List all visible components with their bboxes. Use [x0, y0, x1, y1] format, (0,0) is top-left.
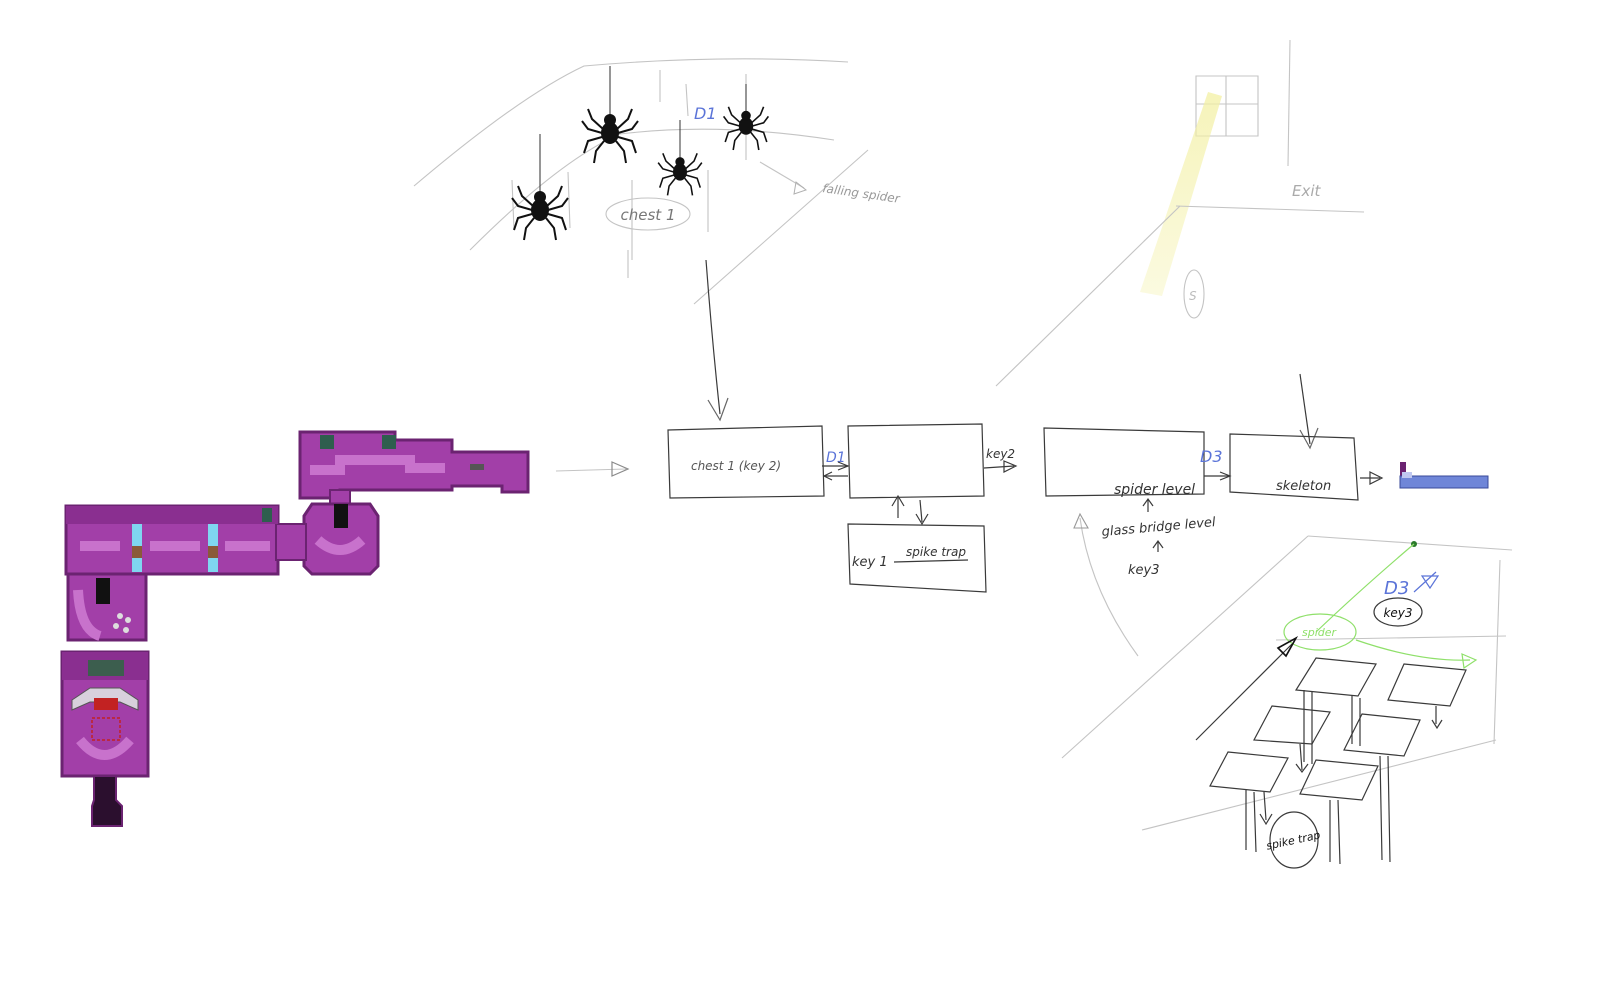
chest-room-label: chest 1 (key 2) [691, 459, 781, 473]
glass-tile [1344, 714, 1420, 862]
skeleton-marker: S [1189, 289, 1197, 303]
key3-flow-label: key3 [1128, 563, 1160, 578]
room-box-hub [848, 424, 984, 498]
door-d3-flow-label: D3 [1200, 447, 1223, 466]
chest-label: chest 1 [621, 206, 676, 224]
light-beam [1140, 92, 1222, 296]
exit-label: Exit [1292, 182, 1322, 200]
bridge-spike-trap-label: spike trap [1265, 829, 1321, 853]
bridge-key3-label: key3 [1383, 606, 1412, 620]
skeleton-label: skeleton [1276, 479, 1331, 494]
glass-bridge-scene: spider D3 key3 [1062, 536, 1512, 868]
glass-tile [1300, 760, 1378, 864]
exit-tile-icon [1400, 462, 1488, 488]
level-map [62, 432, 528, 826]
key1-room-key: key 1 [852, 555, 888, 570]
spider-level-label: spider level [1114, 482, 1195, 498]
spider-icon [582, 109, 638, 163]
key2-label: key2 [986, 447, 1015, 461]
glass-tile [1254, 706, 1330, 772]
exit-scene-sketch: Exit S [996, 40, 1364, 448]
spider-icon [658, 153, 702, 195]
door-d1-label: D1 [694, 104, 717, 123]
spider-scene-sketch: chest 1 D1 falling spider [414, 0, 902, 420]
key1-room-trap: spike trap [906, 545, 966, 559]
bridge-spider-label: spider [1302, 626, 1338, 639]
spider-icon [512, 186, 568, 240]
glass-tile [1296, 658, 1376, 764]
map-to-flow-arrow [556, 462, 628, 476]
bridge-door-d3-label: D3 [1384, 578, 1409, 599]
falling-spider-label: falling spider [822, 181, 902, 206]
glass-bridge-label: glass bridge level [1101, 515, 1217, 540]
